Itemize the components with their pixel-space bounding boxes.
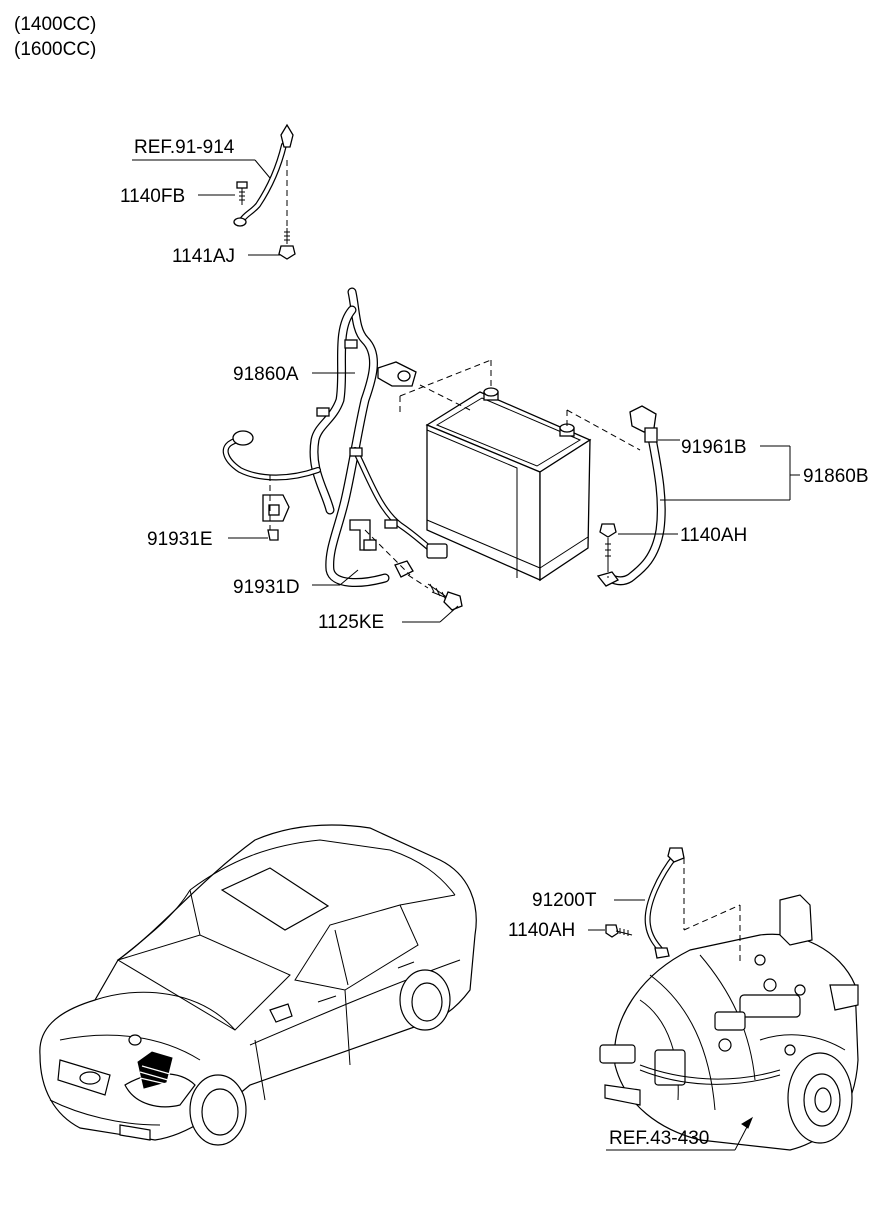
label-91931d: 91931D <box>233 577 300 598</box>
ground-strap-assembly <box>233 123 296 260</box>
label-ref-91-914: REF.91-914 <box>134 137 235 158</box>
label-1125ke: 1125KE <box>318 612 384 633</box>
negative-battery-cable <box>596 405 666 587</box>
label-ref-43-430: REF.43-430 <box>609 1128 709 1149</box>
bracket-91931d <box>349 519 414 578</box>
bolt-1125ke <box>407 574 463 611</box>
transaxle-illustration <box>599 847 859 1151</box>
label-91961b: 91961B <box>681 437 747 458</box>
label-91860a: 91860A <box>233 364 299 385</box>
vehicle-illustration <box>39 824 477 1146</box>
label-91860b: 91860B <box>803 466 869 487</box>
label-1140ah-bottom: 1140AH <box>508 920 575 941</box>
positive-battery-cable <box>222 287 448 587</box>
engine-variant-1600cc: (1600CC) <box>14 39 96 60</box>
label-1140fb: 1140FB <box>120 186 185 207</box>
label-91931e: 91931E <box>147 529 213 550</box>
label-91200t: 91200T <box>532 890 597 911</box>
battery <box>399 359 641 582</box>
label-1140ah-top: 1140AH <box>680 525 747 546</box>
label-1141aj: 1141AJ <box>172 246 235 267</box>
bracket-91931e <box>262 475 290 541</box>
engine-variant-1400cc: (1400CC) <box>14 14 96 35</box>
